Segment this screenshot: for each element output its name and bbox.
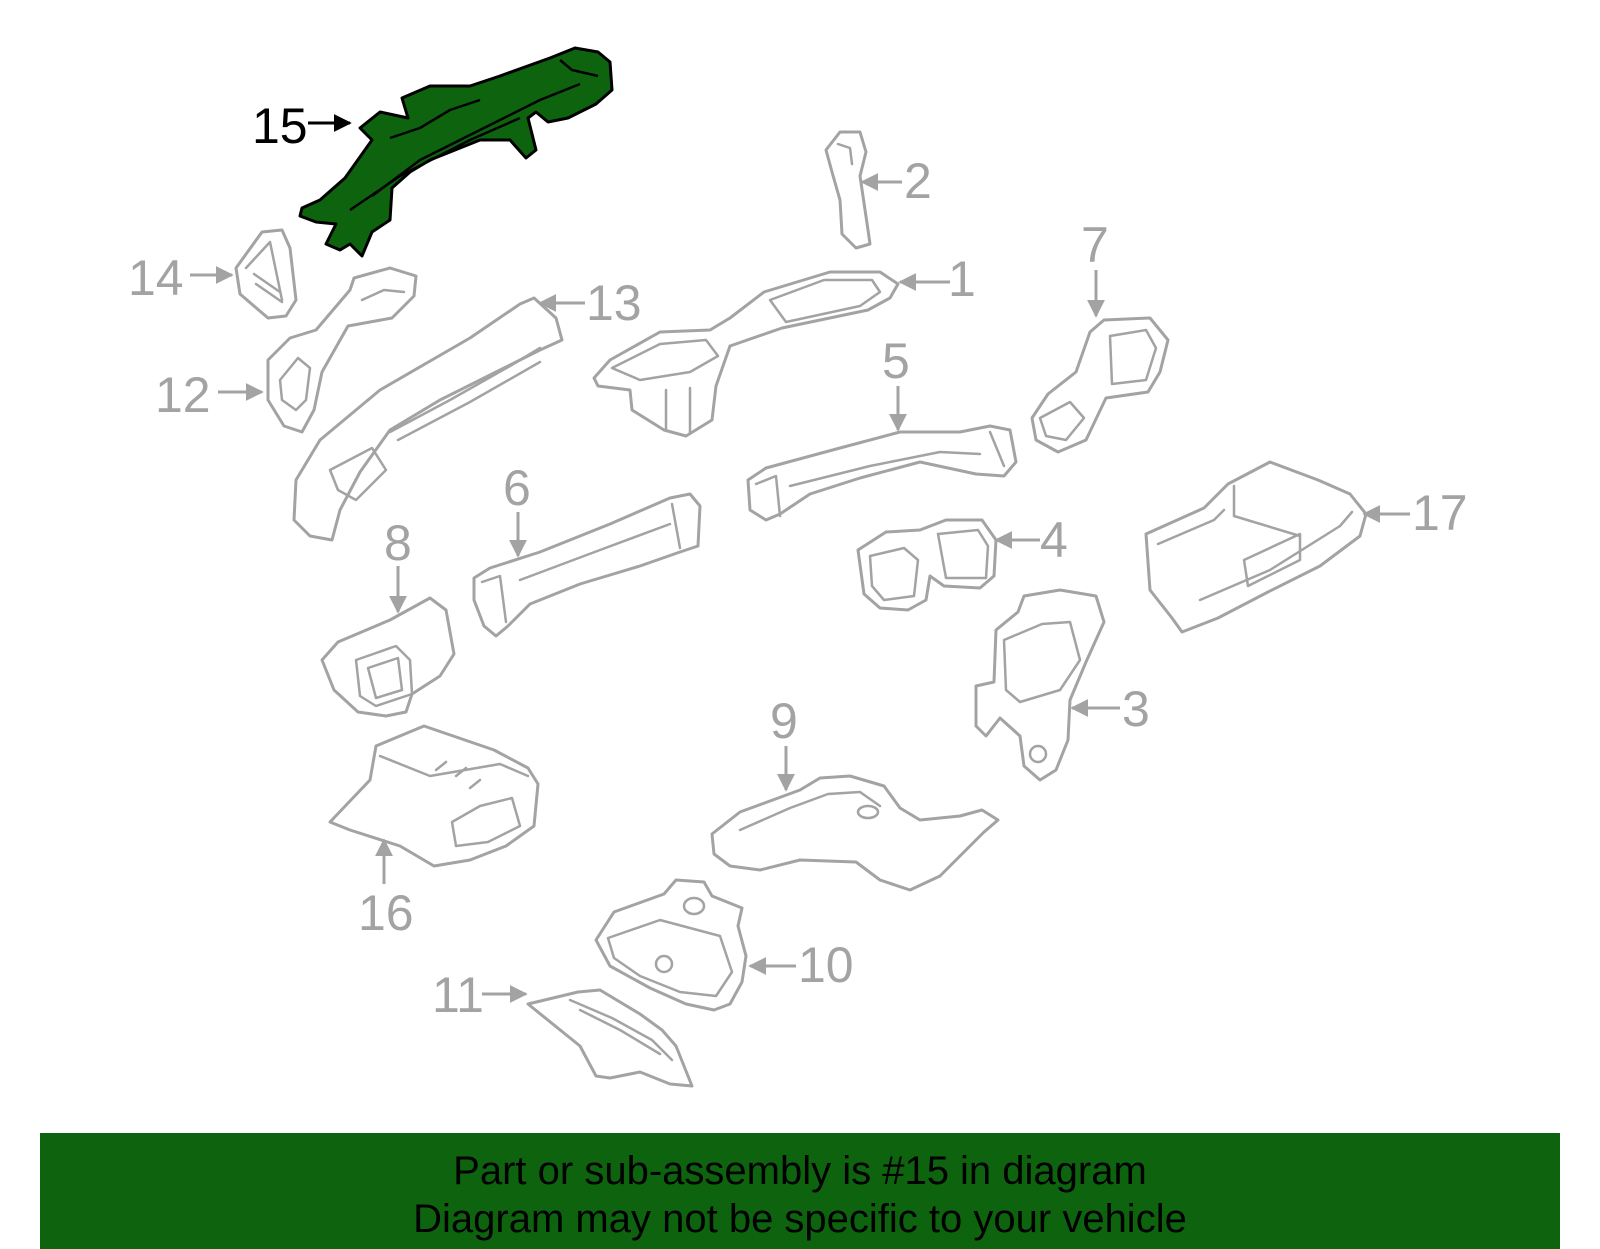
part-5-duct[interactable] <box>746 424 1018 522</box>
part-11-trim-panel[interactable] <box>526 988 694 1088</box>
callout-17: 17 <box>1412 485 1468 541</box>
part-16-rear-vent[interactable] <box>328 724 540 868</box>
part-1-duct-assembly[interactable] <box>592 270 900 438</box>
banner-line-2: Diagram may not be specific to your vehi… <box>413 1197 1187 1241</box>
part-12-duct[interactable] <box>266 266 418 434</box>
callout-10: 10 <box>798 937 854 993</box>
part-8-duct-outlet[interactable] <box>320 596 456 718</box>
callout-9: 9 <box>770 693 798 749</box>
part-7-duct-elbow[interactable] <box>1030 316 1170 454</box>
part-10-vent-housing[interactable] <box>594 878 748 1012</box>
callout-16: 16 <box>358 885 414 941</box>
callout-1: 1 <box>948 251 976 307</box>
info-banner: Part or sub-assembly is #15 in diagram D… <box>40 1133 1560 1249</box>
callout-3: 3 <box>1122 681 1150 737</box>
part-9-floor-duct[interactable] <box>710 774 1000 892</box>
part-3-bracket[interactable] <box>974 588 1106 782</box>
part-6-duct[interactable] <box>472 492 702 638</box>
callout-6: 6 <box>503 460 531 516</box>
callout-8: 8 <box>384 515 412 571</box>
callout-12: 12 <box>155 367 211 423</box>
callout-11: 11 <box>432 967 484 1023</box>
callout-7: 7 <box>1081 217 1109 273</box>
part-15-duct[interactable] <box>298 46 614 258</box>
callout-13: 13 <box>586 275 642 331</box>
part-13-dash-panel[interactable] <box>292 296 564 542</box>
callout-2: 2 <box>904 153 932 209</box>
part-14-vent-grille[interactable] <box>234 228 298 320</box>
callout-14: 14 <box>128 250 184 306</box>
part-2-hose[interactable] <box>824 130 872 250</box>
part-4-vent-pair[interactable] <box>856 518 998 612</box>
callout-4: 4 <box>1040 512 1068 568</box>
callout-5: 5 <box>882 333 910 389</box>
part-17-console-vent[interactable] <box>1144 460 1368 634</box>
callout-15: 15 <box>252 98 308 154</box>
banner-line-1: Part or sub-assembly is #15 in diagram <box>453 1149 1147 1193</box>
